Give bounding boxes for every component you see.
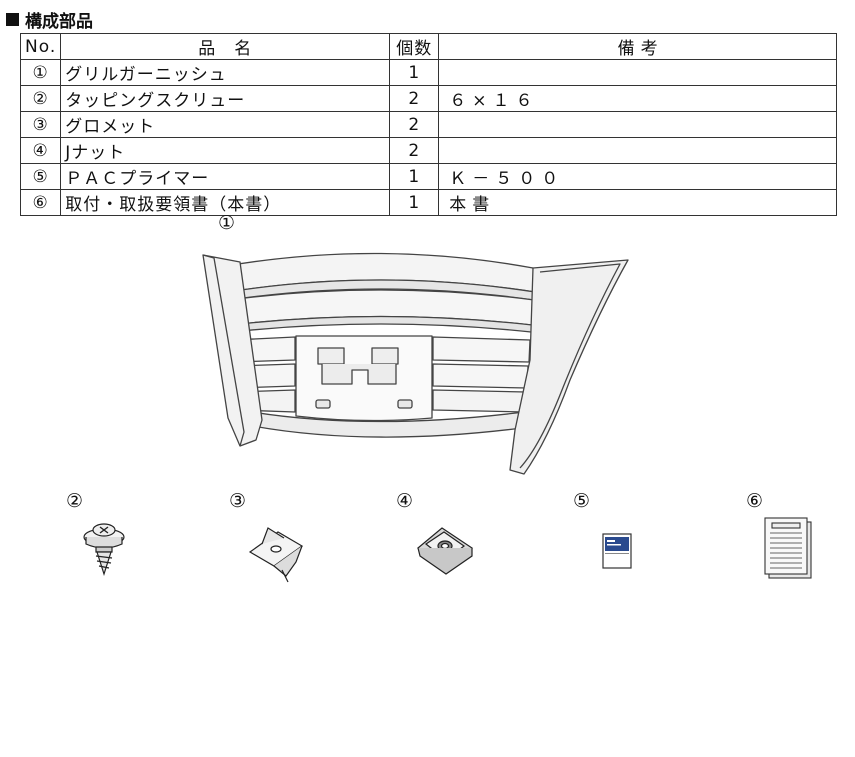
- header-note: 備考: [438, 33, 837, 60]
- row-name: グリルガーニッシュ: [60, 59, 391, 86]
- row-note: 本書: [438, 189, 837, 216]
- row-name: 取付・取扱要領書（本書）: [60, 189, 391, 216]
- manual-label: ⑥: [746, 490, 764, 512]
- row-note: Ｋ－５００: [438, 163, 837, 190]
- parts-table: No. 品 名 個数 備考 ① グリルガーニッシュ 1 ② タッピングスクリュー…: [19, 33, 837, 216]
- row-qty: 2: [389, 137, 440, 164]
- row-note: ６×１６: [438, 85, 837, 112]
- section-title: 構成部品: [6, 7, 93, 32]
- table-row: ② タッピングスクリュー 2 ６×１６: [19, 85, 837, 112]
- square-bullet-icon: [6, 13, 19, 26]
- j-nut-illustration: [417, 527, 474, 575]
- primer-label: ⑤: [573, 490, 591, 512]
- pac-primer-illustration: [602, 533, 632, 569]
- grommet-illustration: [248, 527, 304, 583]
- row-no: ③: [19, 111, 62, 138]
- row-no: ⑤: [19, 163, 62, 190]
- row-note: [438, 111, 837, 138]
- grille-label: ①: [218, 212, 236, 234]
- row-no: ④: [19, 137, 62, 164]
- screw-label: ②: [66, 490, 84, 512]
- table-header-row: No. 品 名 個数 備考: [19, 33, 837, 60]
- row-no: ②: [19, 85, 62, 112]
- jnut-label: ④: [396, 490, 414, 512]
- table-row: ③ グロメット 2: [19, 111, 837, 138]
- grille-garnish-illustration: [202, 252, 629, 475]
- table-row: ⑤ ＰＡＣプライマー 1 Ｋ－５００: [19, 163, 837, 190]
- row-no: ①: [19, 59, 62, 86]
- table-row: ⑥ 取付・取扱要領書（本書） 1 本書: [19, 189, 837, 216]
- section-title-text: 構成部品: [25, 12, 93, 32]
- tapping-screw-illustration: [83, 523, 125, 576]
- row-qty: 1: [389, 189, 440, 216]
- header-no: No.: [19, 33, 62, 60]
- grommet-label: ③: [229, 490, 247, 512]
- row-name: タッピングスクリュー: [60, 85, 391, 112]
- row-no: ⑥: [19, 189, 62, 216]
- row-name: Jナット: [60, 137, 391, 164]
- manual-booklet-illustration: [764, 517, 812, 579]
- header-qty: 個数: [389, 33, 440, 60]
